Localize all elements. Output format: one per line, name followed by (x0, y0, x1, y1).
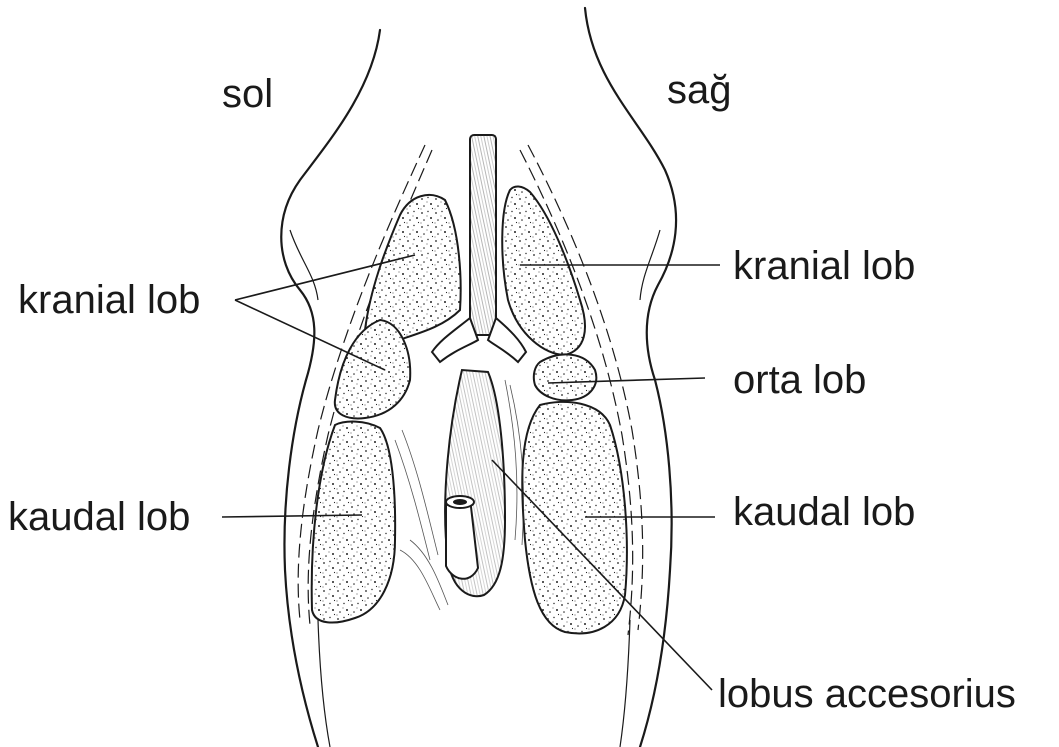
right-cranial-lobe (502, 186, 585, 355)
label-left-side: sol (222, 72, 273, 116)
label-right-middle-lobe: orta lob (733, 358, 866, 402)
right-middle-lobe (534, 354, 596, 400)
mediastinum (400, 370, 505, 610)
label-accessory-lobe: lobus accesorius (718, 672, 1016, 716)
label-left-caudal-lobe: kaudal lob (8, 495, 190, 539)
accessory-lobe (505, 380, 524, 545)
left-caudal-lobe (312, 422, 438, 623)
left-cranial-lobe (335, 195, 461, 418)
label-right-side: sağ (667, 68, 732, 112)
label-right-cranial-lobe: kranial lob (733, 244, 915, 288)
label-right-caudal-lobe: kaudal lob (733, 490, 915, 534)
label-left-cranial-lobe: kranial lob (18, 278, 200, 322)
